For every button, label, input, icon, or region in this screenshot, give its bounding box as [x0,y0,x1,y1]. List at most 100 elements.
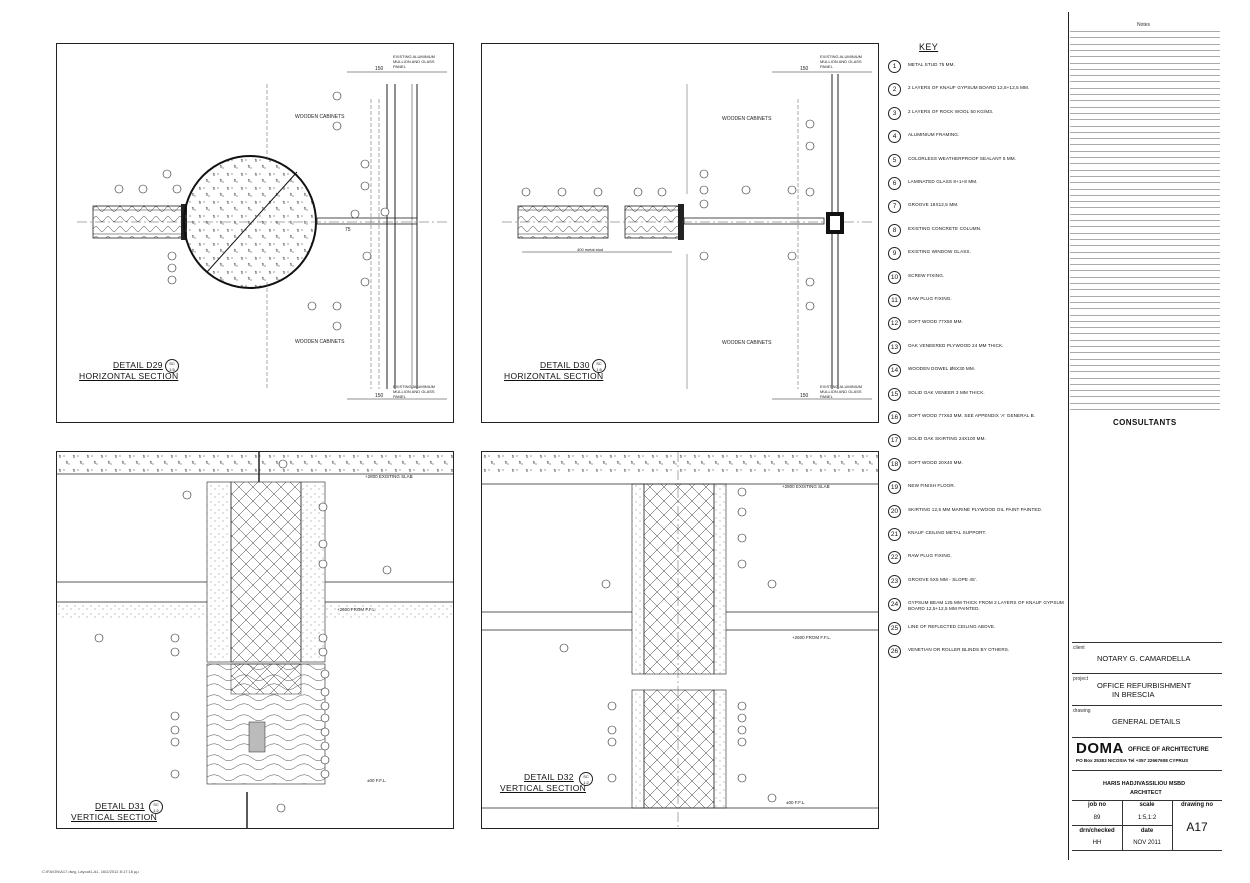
notes-rule-line [1070,144,1220,146]
notes-rule-line [1070,396,1220,398]
d29-scale-bottom: 1:5 [169,367,175,372]
grid-vline-2 [1172,800,1173,850]
key-item-text: SCREW FIXING. [908,272,945,278]
notes-rule-line [1070,251,1220,253]
d30-title: DETAIL D30 HORIZONTAL SECTION [504,360,603,382]
firm-logo: DOMA [1076,740,1124,757]
d29-glass-top: EXISTING ALUMINIUM MULLION AND GLASS PAN… [393,54,436,69]
notes-rule-line [1070,257,1220,259]
key-item-text: 2 LAYERS OF KNAUF GYPSUM BOARD 12,5+12,5… [908,85,1030,91]
d31-title: DETAIL D31 VERTICAL SECTION [71,801,157,823]
d31-scale-bottom: 1:2 [153,808,159,813]
key-item-number: 25 [888,621,901,635]
d32-slab: +2800 EXISTING SLAB [782,484,830,489]
firm-address: PO Box 25383 NICOSIA Tel +357 22667608 C… [1076,758,1189,763]
notes-rule-line [1070,238,1220,240]
notes-rule-line [1070,371,1220,373]
firm-subtitle: OFFICE OF ARCHITECTURE [1128,747,1209,753]
key-item-text: SKIRTING 12,5 mm MARINE PLYWOOD OIL PAIN… [908,506,1043,512]
notes-rule-line [1070,56,1220,58]
d32-title-line2: VERTICAL SECTION [500,783,587,793]
drawing-title: GENERAL DETAILS [1112,717,1181,726]
d29-cabinets-bottom: WOODEN CABINETS [295,339,345,345]
d31-ffl2: ±00 F.F.L. [367,778,387,783]
consultants-heading: CONSULTANTS [1113,418,1177,427]
project-line1: OFFICE REFURBISHMENT [1097,681,1192,690]
client-name: NOTARY G. CAMARDELLA [1097,654,1191,663]
project-label: project [1073,676,1089,682]
notes-rule-line [1070,339,1220,341]
notes-rule-line [1070,226,1220,228]
tb-divider-drawing [1072,705,1222,706]
notes-rule-line [1070,100,1220,102]
d32-callouts [559,487,777,803]
key-item-number: 15 [888,387,901,401]
key-item-text: GROOVE 5x5 mm - SLOPE 45'. [908,576,978,582]
d30-title-line1: DETAIL D30 [540,360,590,370]
notes-rule-line [1070,390,1220,392]
d30-scale-bottom: 1:5 [596,367,602,372]
notes-rule-line [1070,150,1220,152]
key-item-text: GROOVE 18x12,5 mm. [908,202,959,208]
d29-dim-150-top: 150 [375,66,384,72]
notes-rule-line [1070,346,1220,347]
key-item-number: 19 [888,481,901,495]
notes-rule-line [1070,157,1220,158]
notes-rule-line [1070,131,1220,133]
d29-dim-150-bottom: 150 [375,393,384,399]
notes-rule-line [1070,245,1220,247]
notes-rule-line [1070,169,1220,171]
notes-rule-line [1070,333,1220,335]
d29-callouts [114,91,390,331]
d31-slab: +2800 EXISTING SLAB [365,474,413,479]
key-item-text: RAW PLUG FIXING. [908,553,952,559]
d32-title: DETAIL D32 VERTICAL SECTION [500,772,586,794]
d31-scale-top: SC [153,802,159,807]
key-item: 32 LAYERS OF ROCK WOOL 50 Kg/m3. [888,106,1063,127]
drn-value: HH [1092,840,1102,846]
date-value: NOV 2011 [1133,840,1161,846]
notes-rule-line [1070,87,1220,89]
key-item-text: SOFT WOOD 77x63 mm. SEE APPENDIX 'A' GEN… [908,413,1036,418]
notes-rule-line [1070,283,1220,284]
notes-rule-line [1070,358,1220,360]
key-item-number: 17 [888,434,901,448]
key-item-number: 1 [888,60,901,73]
key-item-text: KNAUF CEILING METAL SUPPORT. [908,530,987,535]
key-item-text: OAK VENEERED PLYWOOD 24 mm THICK. [908,342,1004,348]
tb-divider-firm [1072,737,1222,738]
d32-title-line1: DETAIL D32 [524,772,574,782]
d30-stud-dim: 400 metal stud [577,247,604,252]
detail-d32-panel: +2800 EXISTING SLAB +2600 FROM F.F.L. ±0… [481,451,879,829]
notes-rule-line [1070,270,1220,272]
key-item-number: 26 [888,645,901,658]
notes-rule-line [1070,194,1220,196]
key-item-text: 2 LAYERS OF ROCK WOOL 50 Kg/m3. [908,108,994,114]
d30-dim-150-top: 150 [800,66,809,72]
key-item-number: 11 [888,294,901,307]
key-item-number: 10 [888,270,901,284]
notes-rule-line [1070,125,1220,127]
d31-title-line2: VERTICAL SECTION [71,812,158,822]
notes-rule-line [1070,201,1220,203]
notes-rule-line [1070,289,1220,291]
d29-scale-top: SC [169,361,175,366]
drawing-no-value: A17 [1186,820,1208,834]
key-item-number: 9 [888,247,901,261]
client-label: client [1073,645,1085,651]
notes-rule-line [1070,308,1220,310]
detail-d30-drawing [502,71,872,400]
d32-ffl2: ±00 F.F.L. [786,800,806,805]
